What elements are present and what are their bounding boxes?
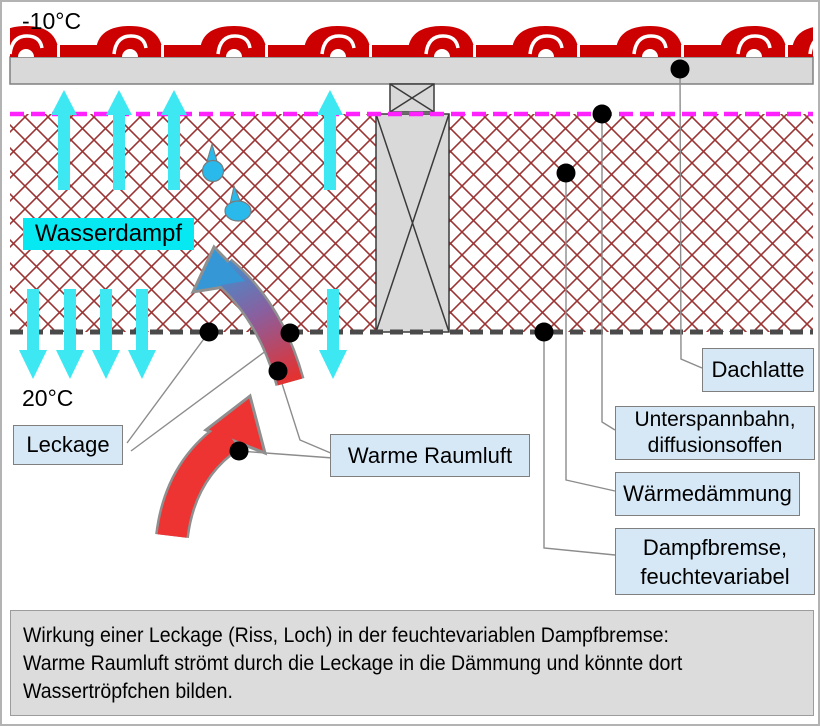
warme-raumluft-label: Warme Raumluft: [330, 434, 530, 477]
dachlatte-label: Dachlatte: [702, 348, 814, 392]
outside-temperature-label: -10°C: [22, 8, 82, 34]
leckage-label: Leckage: [13, 425, 123, 465]
dampfbremse-label-line1: Dampfbremse,: [642, 534, 788, 560]
roof-batten-board: [9, 56, 814, 85]
condensation-droplets: [201, 142, 252, 222]
waermedaemmung-label: Wärmedämmung: [615, 472, 800, 516]
vapour-up-arrow: [51, 90, 77, 190]
vapour-down-arrow: [19, 289, 47, 379]
dachlatte-dot: [670, 59, 690, 79]
droplet-icon: [201, 159, 225, 183]
dampfbremse-label-line2: feuchtevariabel: [640, 563, 790, 589]
unterspannbahn-label: Unterspannbahn, diffusionsoffen: [615, 406, 815, 460]
wasserdampf-label: Wasserdampf: [23, 218, 194, 250]
vapour-down-arrow: [56, 289, 84, 379]
dampfbremse-label: Dampfbremse, feuchtevariabel: [615, 528, 815, 595]
dampfbremse-leader: [543, 332, 616, 556]
vapour-down-arrow: [92, 289, 120, 379]
droplet-icon: [224, 200, 252, 222]
leak-point-dot: [199, 322, 219, 342]
warme-raumluft-leader-2: [238, 450, 334, 459]
leckage-leader-2: [130, 332, 291, 452]
caption-line2: Warme Raumluft strömt durch die Leckage …: [23, 652, 683, 675]
callout-dots: [199, 59, 690, 461]
caption-line1: Wirkung einer Leckage (Riss, Loch) in de…: [23, 624, 669, 647]
vapour-up-arrow: [161, 90, 187, 190]
unterspannbahn-label-line2: diffusionsoffen: [647, 434, 783, 457]
warm-air-dot: [268, 361, 288, 381]
caption-box: Wirkung einer Leckage (Riss, Loch) in de…: [10, 610, 814, 716]
waermedaemmung-leader: [565, 174, 616, 492]
roof-construction-diagram: [9, 24, 814, 556]
dachlatte-leader: [679, 68, 703, 369]
counter-batten: [389, 83, 435, 113]
water-vapour-down-arrows: [19, 289, 347, 379]
caption-line3: Wassertröpfchen bilden.: [23, 680, 233, 703]
dampfbremse-dot: [534, 322, 554, 342]
warm-air-dot: [229, 441, 249, 461]
vapour-up-arrow: [106, 90, 132, 190]
rafter: [375, 113, 450, 333]
unterspannbahn-leader: [601, 114, 616, 431]
inside-temperature-label: 20°C: [22, 385, 74, 411]
caption-text: Wirkung einer Leckage (Riss, Loch) in de…: [23, 622, 813, 706]
callout-lines: [126, 68, 703, 556]
vapour-up-arrow: [317, 90, 343, 190]
warm-air-inflow-arrow: [155, 393, 268, 539]
unterspannbahn-dot: [592, 104, 612, 124]
waermedaemmung-dot: [556, 163, 576, 183]
tile-joints: [57, 45, 788, 57]
roof-tiles: [10, 24, 813, 58]
water-vapour-up-arrows: [51, 90, 343, 190]
leak-point-dot: [280, 323, 300, 343]
vapour-down-arrow: [319, 289, 347, 379]
leckage-leader-1: [126, 331, 210, 444]
warme-raumluft-leader-1: [277, 370, 334, 455]
unterspannbahn-label-line1: Unterspannbahn,: [634, 408, 796, 431]
vapour-down-arrow: [128, 289, 156, 379]
